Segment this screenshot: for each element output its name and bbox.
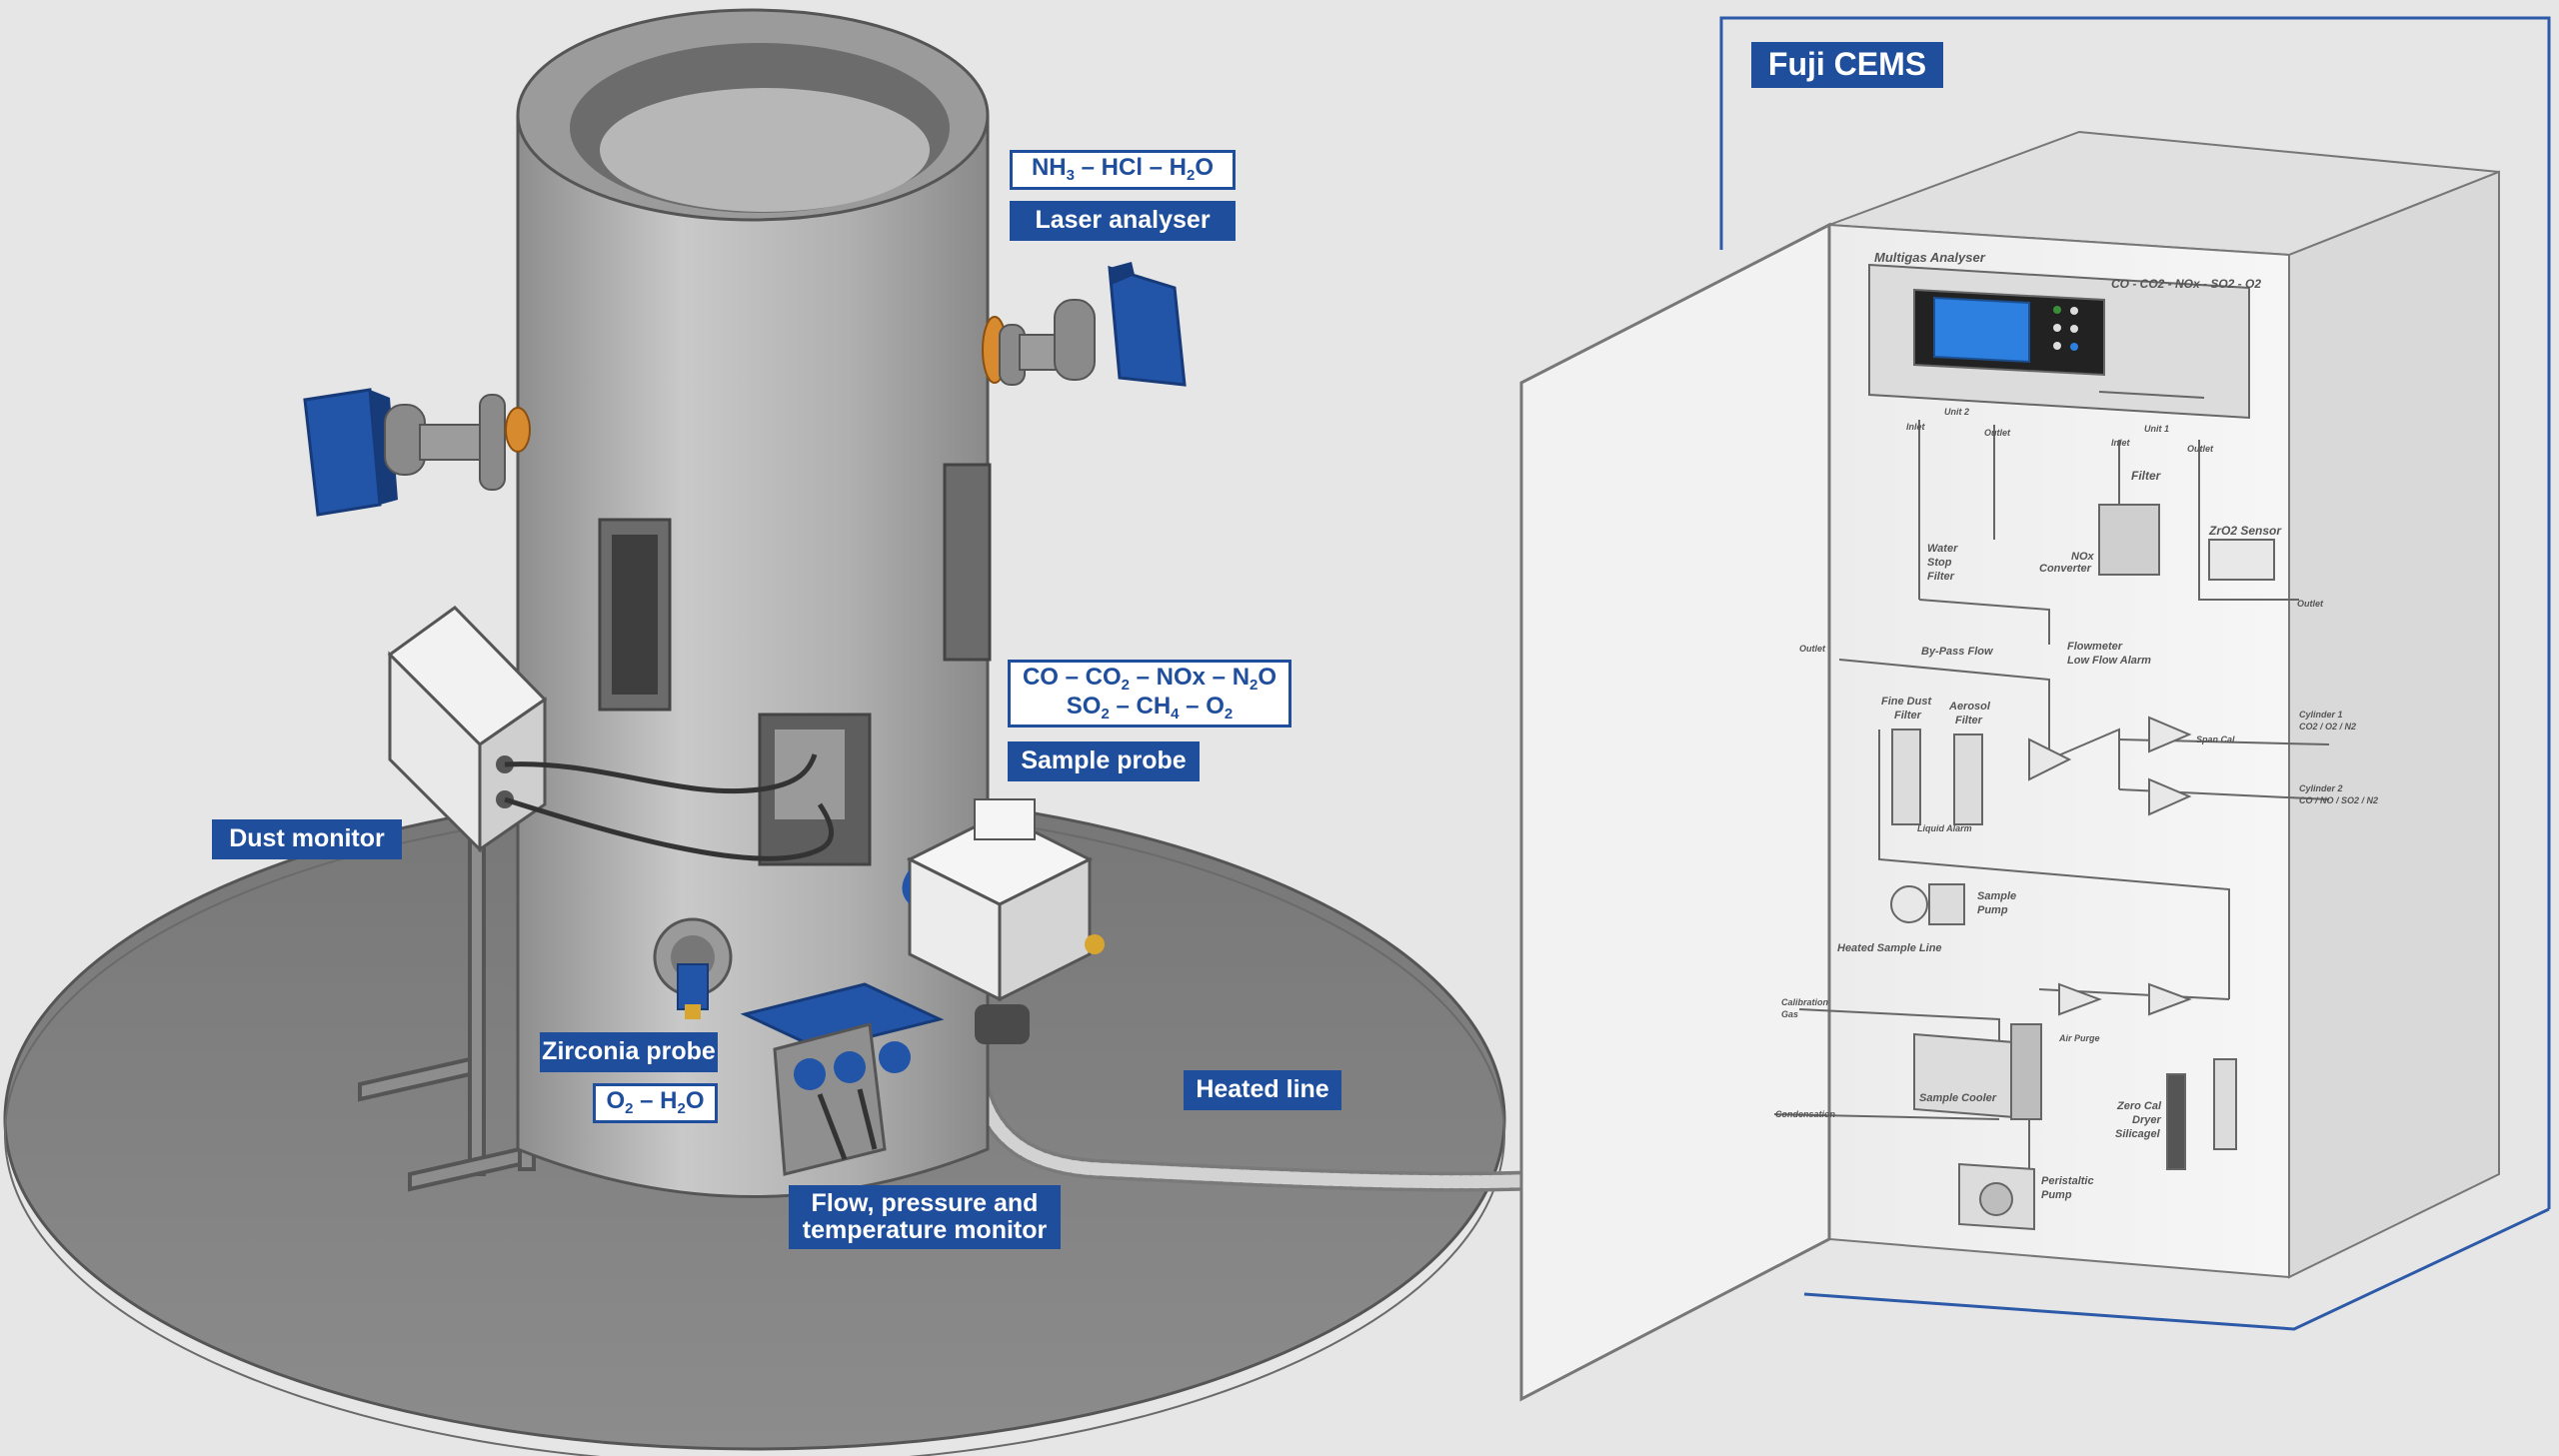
flow-monitor-label: Flow, pressure and temperature monitor [789, 1185, 1061, 1249]
cab-cyl1-2: CO2 / O2 / N2 [2299, 722, 2356, 731]
cab-nox-1: NOx [2071, 551, 2095, 563]
cab-sample-pump-1: Sample [1977, 890, 2016, 902]
cab-unit1: Unit 1 [2144, 424, 2169, 434]
flow-monitor-line1: Flow, pressure and [811, 1188, 1039, 1217]
cab-peristaltic-1: Peristaltic [2041, 1175, 2094, 1187]
laser-transmitter-icon [303, 388, 531, 517]
cab-zro2: ZrO2 Sensor [2208, 524, 2282, 538]
cab-liquid-alarm: Liquid Alarm [1917, 823, 1972, 833]
dust-monitor-label: Dust monitor [212, 819, 402, 859]
sample-probe-box-icon [902, 798, 1105, 1044]
sample-gases-line1: CO – CO2 – NOx – N2O [1022, 663, 1278, 694]
zirconia-probe-icon [653, 917, 733, 1019]
flow-monitor-line2: temperature monitor [802, 1216, 1048, 1244]
cab-sample-pump-2: Pump [1977, 904, 2008, 916]
cab-analyser-gases: CO - CO2 - NOx - SO2 - O2 [2111, 277, 2261, 291]
sample-probe-label: Sample probe [1008, 741, 1200, 781]
cab-water-stop-2: Stop [1927, 557, 1952, 569]
cab-filter: Filter [2131, 469, 2162, 483]
flow-monitor-icon [740, 982, 945, 1176]
cab-condensation: Condensation [1775, 1109, 1836, 1119]
cab-peristaltic-2: Pump [2041, 1189, 2072, 1201]
cab-outlet-right: Outlet [2297, 599, 2324, 609]
cab-cyl1-1: Cylinder 1 [2299, 710, 2343, 720]
dust-monitor-box-icon [387, 606, 834, 861]
heated-line-label: Heated line [1184, 1070, 1341, 1110]
cab-inlet-b: Inlet [2111, 438, 2131, 448]
cab-water-stop-3: Filter [1927, 571, 1955, 583]
cab-nox-2: Converter [2039, 563, 2092, 575]
cab-air-purge: Air Purge [2058, 1033, 2100, 1043]
cabinet-internals [1773, 263, 2330, 1231]
system-title: Fuji CEMS [1751, 42, 1943, 88]
cab-zero-cal-1: Zero Cal [2116, 1100, 2162, 1112]
laser-analyser-label: Laser analyser [1010, 201, 1236, 241]
chimney [516, 8, 992, 1198]
sample-gases-label: CO – CO2 – NOx – N2O SO2 – CH4 – O2 [1008, 660, 1291, 728]
laser-receiver-icon [982, 262, 1187, 387]
cab-zero-cal-3: Silicagel [2115, 1128, 2161, 1140]
cab-bypass: By-Pass Flow [1921, 646, 1994, 658]
zirconia-gases-text: O2 – H2O [606, 1087, 705, 1118]
cab-analyser-name: Multigas Analyser [1874, 250, 1986, 265]
cab-unit2: Unit 2 [1944, 407, 1969, 417]
cab-inlet-a: Inlet [1906, 422, 1926, 432]
laser-gases-text: NH3 – HCl – H2O [1031, 154, 1215, 185]
cab-fine-dust-2: Filter [1894, 710, 1922, 722]
cab-outlet-b: Outlet [2187, 444, 2214, 454]
cab-aerosol-2: Filter [1955, 715, 1983, 727]
cab-aerosol-1: Aerosol [1948, 701, 1991, 713]
cab-sample-cooler: Sample Cooler [1919, 1092, 1997, 1104]
cab-cyl2-1: Cylinder 2 [2299, 783, 2343, 793]
cab-zero-cal-2: Dryer [2132, 1114, 2161, 1126]
cab-flowmeter-2: Low Flow Alarm [2067, 655, 2151, 667]
zirconia-gases-label: O2 – H2O [593, 1083, 718, 1123]
laser-gases-label: NH3 – HCl – H2O [1010, 150, 1236, 190]
cabinet-labels: Multigas Analyser CO - CO2 - NOx - SO2 -… [1775, 250, 2378, 1201]
zirconia-probe-label: Zirconia probe [540, 1032, 718, 1072]
cab-outlet-left: Outlet [1799, 644, 1826, 654]
cems-enclosure-outline [1719, 16, 2551, 1331]
cab-heated-sample-line: Heated Sample Line [1837, 942, 1942, 954]
cab-flowmeter-1: Flowmeter [2067, 641, 2123, 653]
cems-cabinet [1519, 130, 2500, 1402]
cab-cyl2-2: CO / NO / SO2 / N2 [2299, 795, 2378, 805]
cab-fine-dust-1: Fine Dust [1881, 696, 1932, 708]
cab-span-cal: Span Cal [2196, 734, 2235, 744]
cab-calib-1: Calibration [1781, 997, 1829, 1007]
cab-outlet-a: Outlet [1984, 428, 2011, 438]
sample-gases-line2: SO2 – CH4 – O2 [1066, 693, 1234, 723]
cab-water-stop-1: Water [1927, 543, 1958, 555]
cab-calib-2: Gas [1781, 1009, 1798, 1019]
